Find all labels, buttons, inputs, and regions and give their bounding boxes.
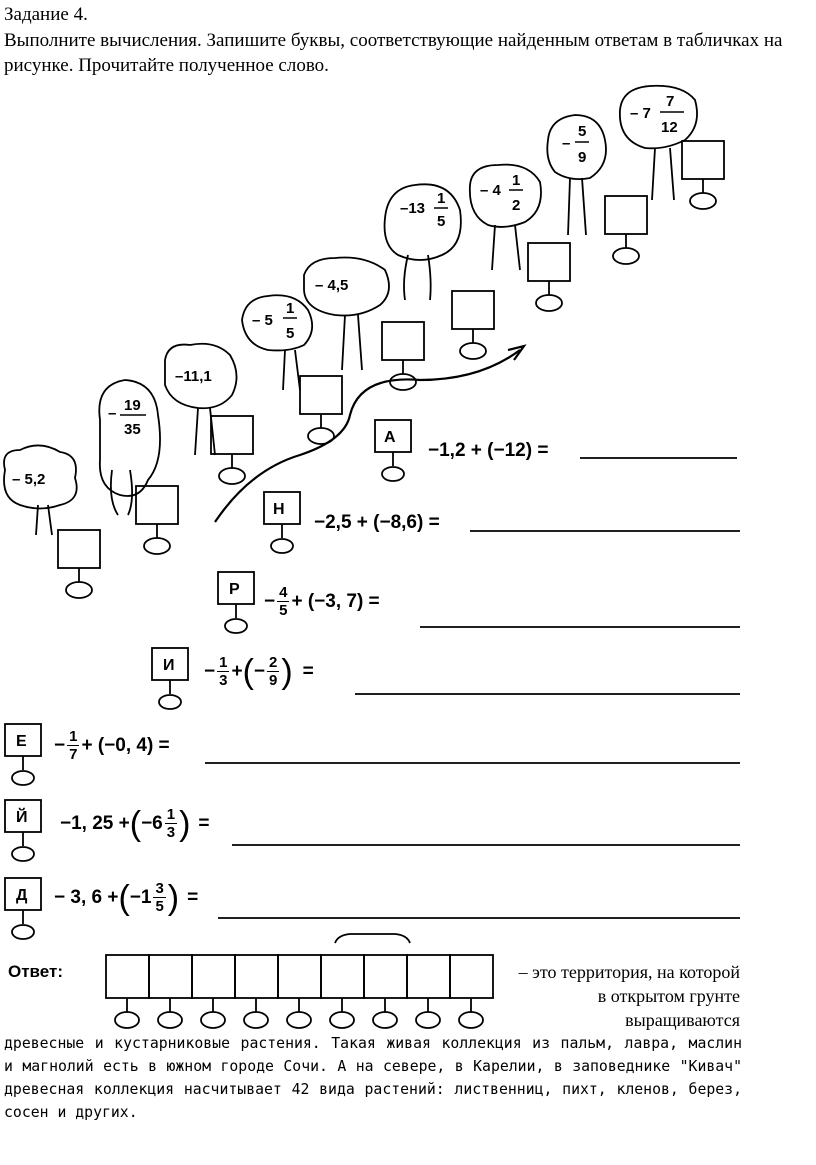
tree-label-1: – 5,2 — [12, 471, 45, 488]
eq-y-num: 1 — [164, 806, 178, 824]
eq-d-pre: − 3, 6 + — [54, 886, 119, 908]
eq-i-inner-num: 2 — [267, 654, 280, 672]
tree-7 — [468, 163, 542, 271]
tree-label-4-num: 1 — [286, 300, 294, 317]
eq-d-num: 3 — [153, 880, 166, 898]
sign-tree-6 — [451, 290, 495, 330]
tree-label-7-num: 1 — [512, 172, 520, 189]
tree-label-2-den: 35 — [124, 421, 141, 438]
tree-label-7-whole: – 4 — [480, 182, 502, 199]
answer-cells — [105, 933, 494, 1029]
eq-d-eq: = — [187, 886, 199, 908]
sign-tree-1 — [57, 529, 101, 569]
eq-i-inner-sign: − — [253, 660, 265, 682]
sign-tree-5 — [381, 321, 425, 361]
tree-9 — [619, 84, 698, 201]
sign-tree-9 — [681, 140, 725, 180]
answer-body-text: древесные и кустарниковые растения. Така… — [4, 1035, 742, 1121]
equation-r: − 4 5 + (−3, 7) = — [264, 584, 380, 619]
tree-label-9-den: 12 — [661, 119, 678, 136]
path-arrow — [214, 349, 521, 523]
answer-label: Ответ: — [8, 962, 63, 981]
eq-i-inner-den: 9 — [269, 672, 278, 689]
eq-i-plus: + — [231, 660, 243, 682]
sign-letter-i: И — [163, 657, 175, 674]
sign-letter-d: Д — [16, 887, 28, 904]
eq-d-inner: −1 — [129, 886, 152, 908]
eq-y-eq: = — [198, 812, 210, 834]
tree-5 — [303, 256, 390, 371]
eq-d-fraction: 3 5 — [153, 880, 166, 915]
task-instructions: Выполните вычисления. Запишите буквы, со… — [4, 30, 783, 76]
tree-2 — [98, 379, 161, 516]
equation-y: −1, 25 + ( −6 1 3 ) = — [60, 804, 210, 843]
tree-label-3: –11,1 — [175, 368, 212, 385]
eq-e-sign: − — [54, 734, 66, 756]
eq-r-rest: + (−3, 7) = — [291, 590, 380, 612]
tree-label-9-whole: – 7 — [630, 105, 651, 122]
tree-label-8-den: 9 — [578, 149, 586, 166]
tree-label-6-num: 1 — [437, 190, 445, 207]
tree-8 — [546, 114, 607, 236]
eq-i-sign: − — [204, 660, 216, 682]
eq-e-num: 1 — [67, 728, 80, 746]
sign-tree-2 — [135, 485, 179, 525]
eq-y-den: 3 — [166, 824, 176, 841]
sign-letter-e: Е — [16, 733, 27, 750]
tree-label-4-den: 5 — [286, 325, 294, 342]
eq-e-rest: + (−0, 4) = — [81, 734, 170, 756]
eq-r-fraction: 4 5 — [277, 584, 290, 619]
sign-tree-7 — [527, 242, 571, 282]
eq-i-den: 3 — [219, 672, 228, 689]
sign-letter-y: Й — [16, 807, 28, 826]
task-title: Задание 4. — [4, 4, 88, 25]
tree-label-7-den: 2 — [512, 197, 520, 214]
equation-d: − 3, 6 + ( −1 3 5 ) = — [54, 878, 199, 917]
eq-y-pre: −1, 25 + — [60, 812, 130, 834]
tree-label-6-whole: –13 — [400, 200, 425, 217]
tree-label-9-num: 7 — [666, 93, 674, 110]
eq-r-den: 5 — [279, 602, 288, 619]
eq-e-fraction: 1 7 — [67, 728, 80, 763]
sign-letter-n: Н — [273, 501, 285, 518]
tree-label-6-den: 5 — [437, 213, 445, 230]
tree-1 — [3, 444, 78, 536]
eq-i-fraction: 1 3 — [217, 654, 230, 689]
tree-label-8-sign: – — [562, 135, 570, 152]
equation-n: −2,5 + (−8,6) = — [314, 512, 440, 533]
equation-i: − 1 3 + ( − 2 9 ) = — [204, 652, 314, 691]
tree-label-4-whole: – 5 — [252, 312, 273, 329]
eq-i-inner-fraction: 2 9 — [267, 654, 280, 689]
eq-e-den: 7 — [69, 746, 78, 763]
eq-r-sign: − — [264, 590, 276, 612]
eq-y-fraction: 1 3 — [164, 806, 178, 841]
eq-r-num: 4 — [277, 584, 290, 602]
eq-y-inner: −6 — [141, 812, 163, 834]
sign-tree-4 — [299, 375, 343, 415]
sign-tree-8 — [604, 195, 648, 235]
eq-d-den: 5 — [155, 898, 164, 915]
answer-side-text: – это территория, на которой в открытом … — [518, 962, 740, 1030]
eq-i-num: 1 — [217, 654, 230, 672]
tree-3 — [164, 342, 238, 456]
sign-letter-a: А — [384, 429, 396, 446]
eq-i-eq: = — [302, 660, 314, 682]
sign-tree-3 — [210, 415, 254, 455]
equation-e: − 1 7 + (−0, 4) = — [54, 728, 170, 763]
tree-label-2-sign: – — [108, 405, 116, 422]
equation-a: −1,2 + (−12) = — [428, 440, 549, 461]
tree-label-2-num: 19 — [124, 397, 141, 414]
tree-label-5: – 4,5 — [315, 277, 348, 294]
tree-6 — [383, 183, 462, 301]
sign-letter-r: Р — [229, 581, 240, 598]
tree-label-8-num: 5 — [578, 123, 586, 140]
